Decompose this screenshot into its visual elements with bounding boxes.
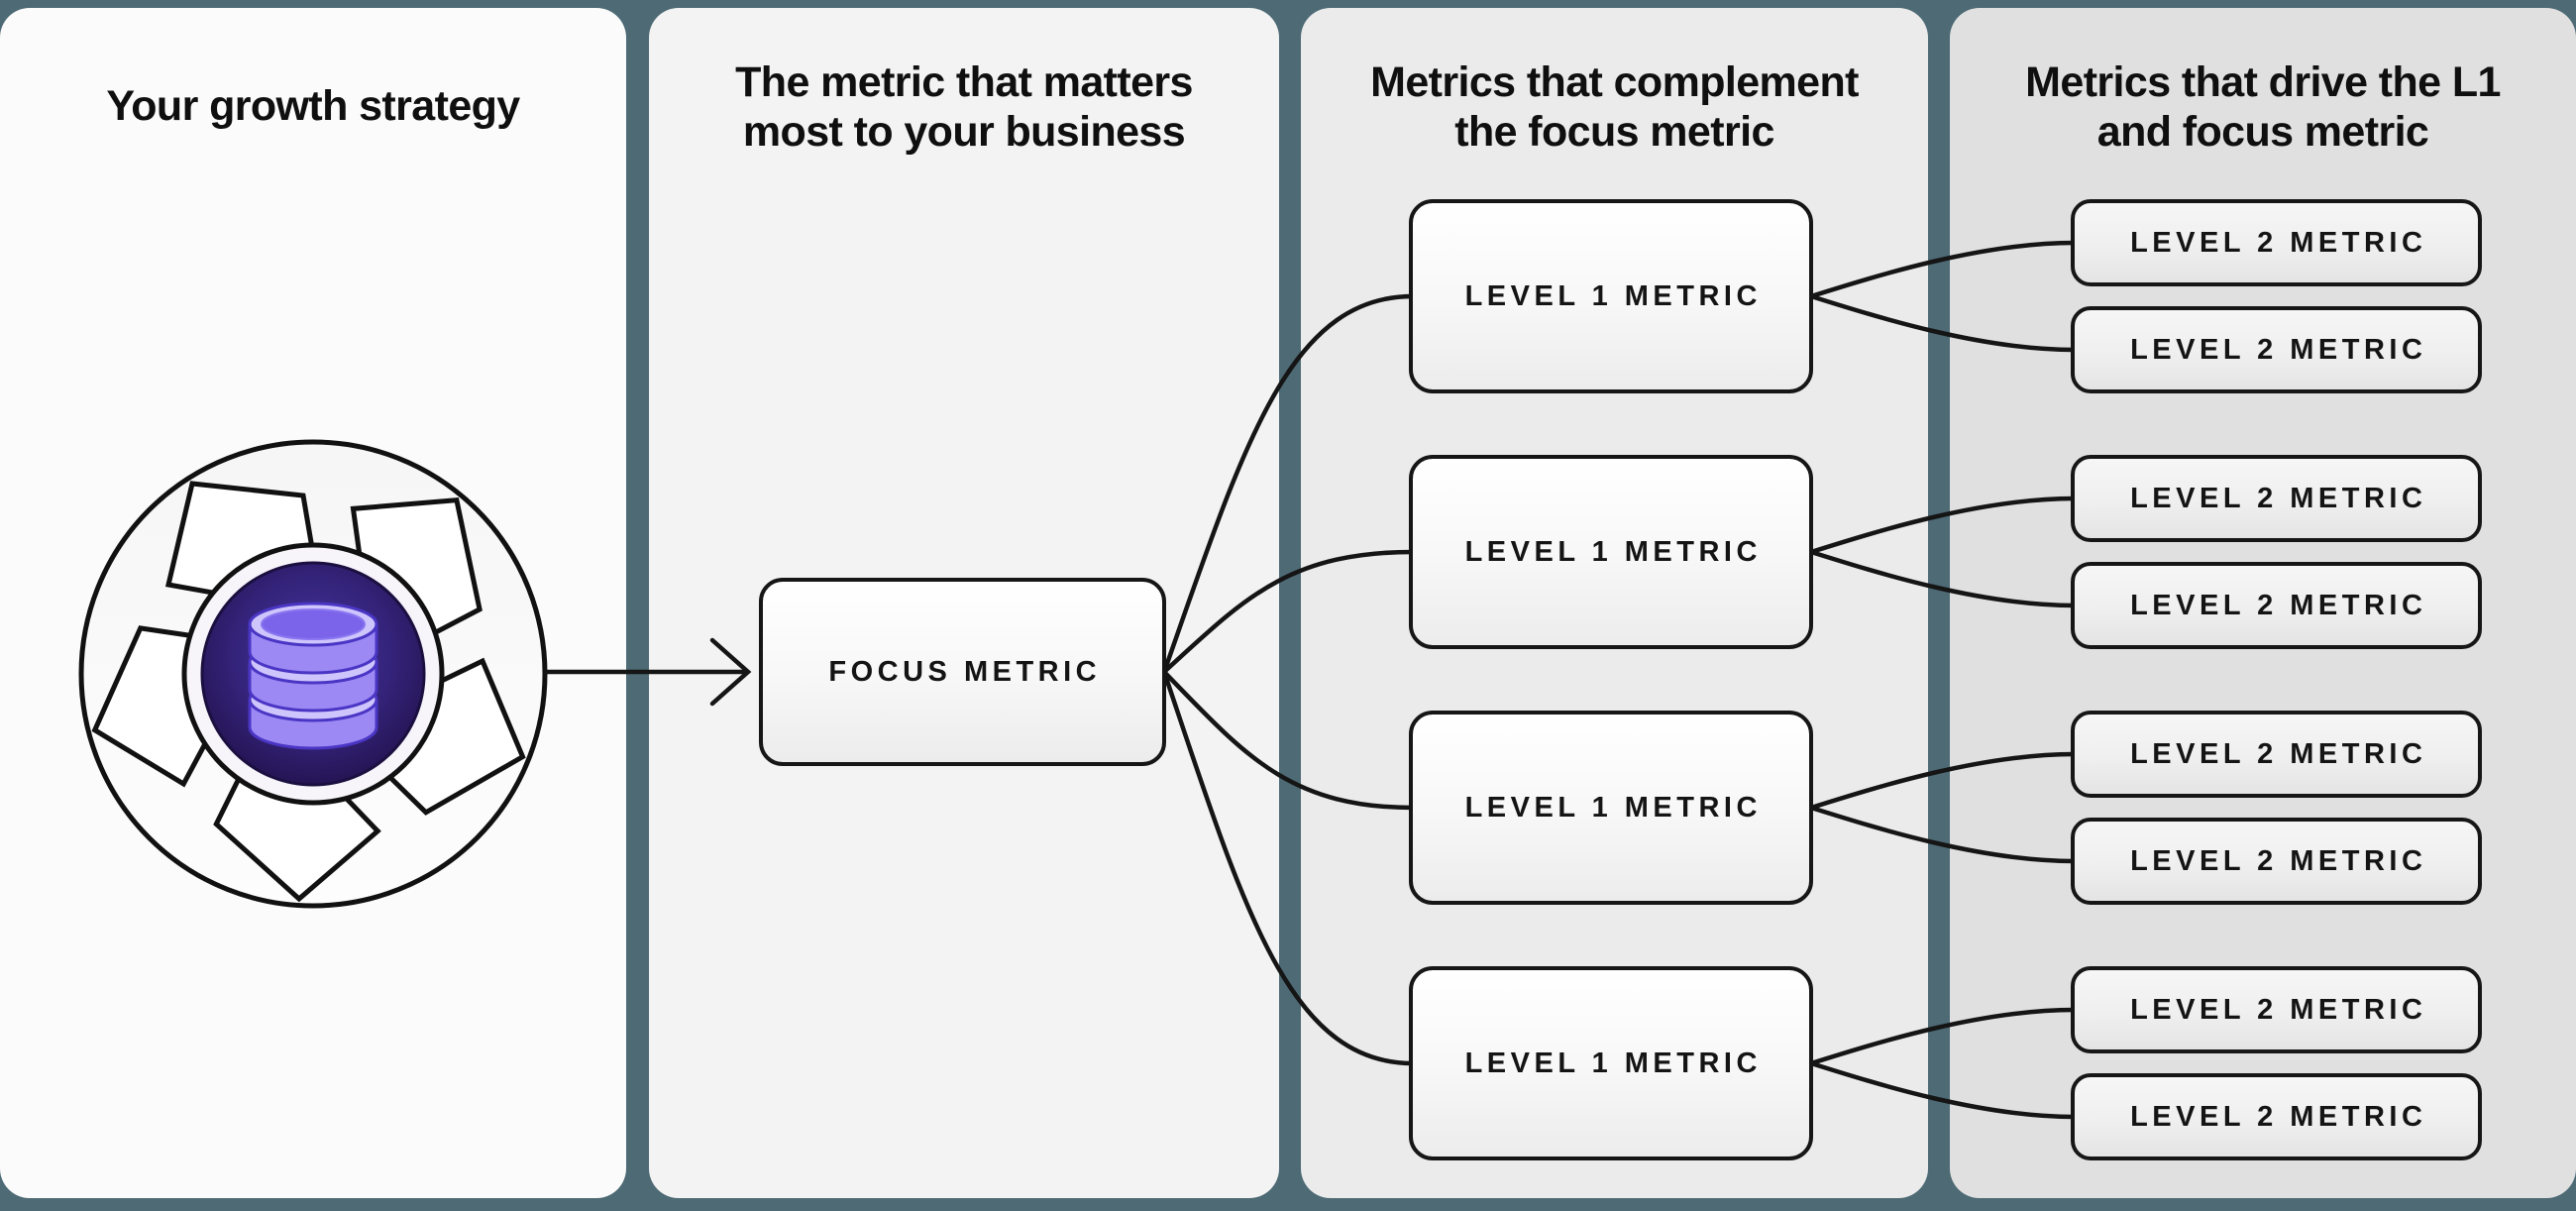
level-2-metric-label: LEVEL 2 METRIC: [2130, 226, 2427, 259]
focus-metric-label: FOCUS METRIC: [828, 655, 1102, 688]
level-2-metric-label: LEVEL 2 METRIC: [2130, 1100, 2427, 1133]
level-2-metric-label: LEVEL 2 METRIC: [2130, 844, 2427, 877]
database-icon: [248, 602, 378, 750]
level-2-metric-box: LEVEL 2 METRIC: [2071, 711, 2482, 798]
level-1-metric-label: LEVEL 1 METRIC: [1464, 1046, 1762, 1079]
level-2-metric-box: LEVEL 2 METRIC: [2071, 818, 2482, 905]
level-2-metric-box: LEVEL 2 METRIC: [2071, 199, 2482, 286]
focus-metric-box: FOCUS METRIC: [759, 578, 1166, 766]
panel-title-line: The metric that matters: [735, 58, 1193, 106]
level-2-metric-box: LEVEL 2 METRIC: [2071, 966, 2482, 1053]
level-1-metric-box: LEVEL 1 METRIC: [1409, 966, 1813, 1160]
level-1-metric-label: LEVEL 1 METRIC: [1464, 279, 1762, 312]
level-2-metric-box: LEVEL 2 METRIC: [2071, 455, 2482, 542]
flywheel-icon: [65, 426, 561, 922]
panel-title-line: most to your business: [742, 108, 1186, 156]
level-2-metric-label: LEVEL 2 METRIC: [2130, 482, 2427, 514]
panel-title: Your growth strategy: [10, 81, 616, 131]
panel-title-line: and focus metric: [2096, 108, 2429, 156]
panel-title: Metrics that complement the focus metric: [1311, 57, 1918, 157]
panel-title-line: the focus metric: [1454, 108, 1774, 156]
level-1-metric-label: LEVEL 1 METRIC: [1464, 791, 1762, 824]
level-2-metric-label: LEVEL 2 METRIC: [2130, 737, 2427, 770]
panel-title: Metrics that drive the L1 and focus metr…: [1960, 57, 2566, 157]
level-1-metric-label: LEVEL 1 METRIC: [1464, 535, 1762, 568]
level-1-metric-box: LEVEL 1 METRIC: [1409, 199, 1813, 393]
level-2-metric-box: LEVEL 2 METRIC: [2071, 1073, 2482, 1160]
panel-title-line: Metrics that complement: [1370, 58, 1859, 106]
panel-title: The metric that matters most to your bus…: [659, 57, 1269, 157]
level-2-metric-box: LEVEL 2 METRIC: [2071, 562, 2482, 649]
level-1-metric-box: LEVEL 1 METRIC: [1409, 455, 1813, 649]
level-1-metric-box: LEVEL 1 METRIC: [1409, 711, 1813, 905]
level-2-metric-label: LEVEL 2 METRIC: [2130, 333, 2427, 366]
panel-title-line: Your growth strategy: [106, 82, 520, 130]
level-2-metric-box: LEVEL 2 METRIC: [2071, 306, 2482, 393]
level-2-metric-label: LEVEL 2 METRIC: [2130, 993, 2427, 1026]
panel-title-line: Metrics that drive the L1: [2025, 58, 2501, 106]
level-2-metric-label: LEVEL 2 METRIC: [2130, 589, 2427, 621]
